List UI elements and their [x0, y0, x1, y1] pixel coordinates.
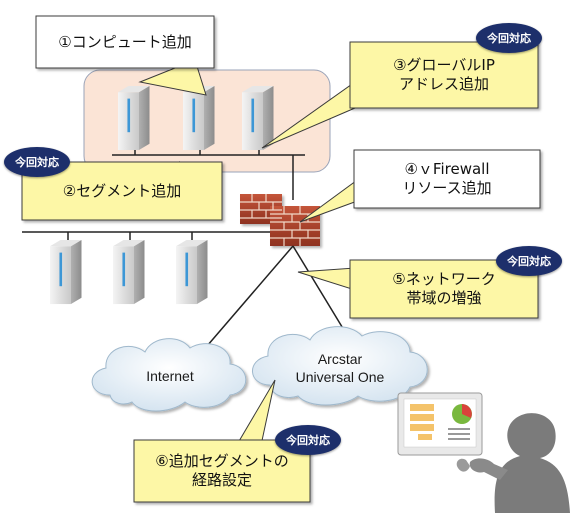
server-icon	[118, 86, 150, 151]
segment-callout-text: ②セグメント追加	[62, 181, 182, 200]
internet-cloud-label: Internet	[146, 368, 194, 384]
firewall-callout-text: ④ｖFirewall リソース追加	[402, 160, 492, 197]
firewall-callout-pointer	[299, 177, 361, 223]
operator-icon	[456, 413, 570, 513]
firewall-callout-box	[353, 149, 541, 209]
bandwidth-callout-pointer	[297, 267, 356, 291]
bandwidth-callout-text: ⑤ネットワーク 帯域の増強	[392, 270, 496, 307]
badge-routing: 今回対応	[275, 425, 341, 455]
badge-global-ip: 今回対応	[476, 23, 542, 53]
badge-bandwidth: 今回対応	[496, 246, 562, 276]
badge-segment: 今回対応	[4, 147, 70, 177]
server-icon	[50, 240, 82, 305]
server-icon	[183, 86, 215, 151]
routing-callout-text: ⑥追加セグメントの 経路設定	[155, 452, 289, 489]
compute-callout-pointer	[138, 59, 207, 96]
server-icon	[176, 240, 208, 305]
cloud-icon	[91, 338, 247, 412]
server-icon	[242, 86, 274, 151]
monitor-icon	[397, 392, 483, 456]
compute-callout-box	[35, 15, 215, 69]
cloud-icon	[252, 326, 428, 406]
routing-callout-box	[133, 439, 311, 503]
firewall-icon	[240, 194, 320, 246]
global-ip-callout-box	[349, 41, 539, 109]
server-icon	[113, 240, 145, 305]
global-ip-callout-text: ③グローバルIP アドレス追加	[393, 56, 495, 93]
arcstar-cloud-label: Arcstar Universal One	[295, 351, 385, 385]
compute-callout-text: ①コンピュート追加	[58, 32, 192, 51]
